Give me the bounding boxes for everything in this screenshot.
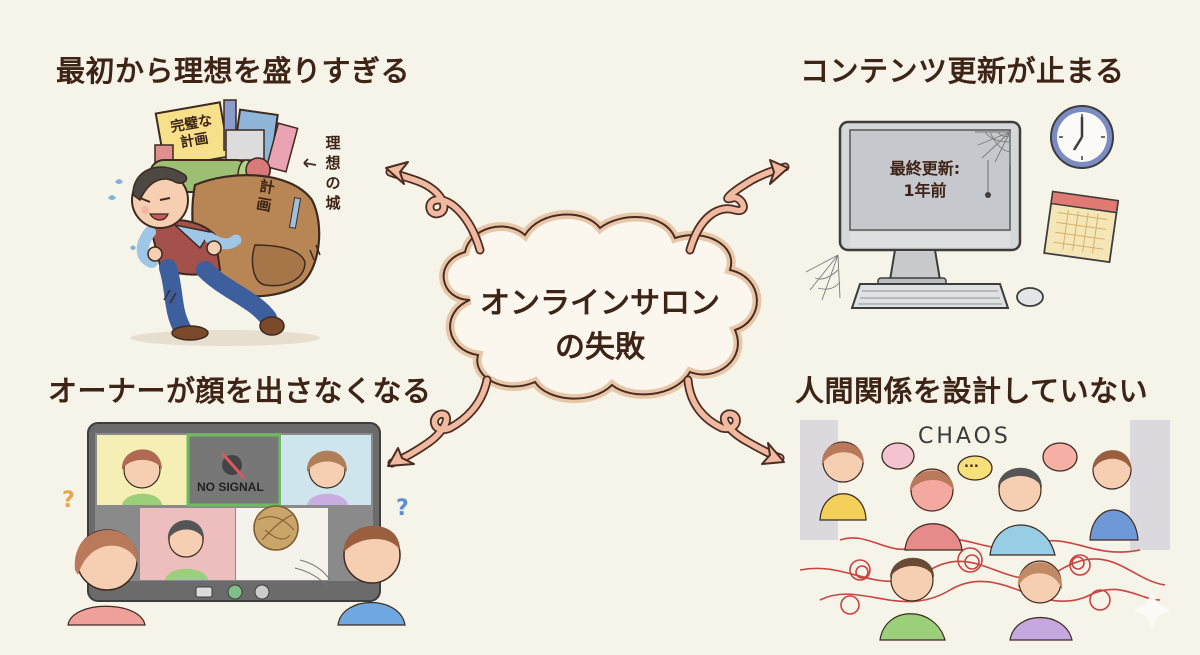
last-updated-screen-text: 最終更新: 1年前 [865, 158, 985, 202]
castle-char-2: 想 [325, 154, 341, 172]
no-signal-label: NO SIGNAL [197, 480, 264, 494]
question-mark-left: ? [62, 488, 75, 513]
last-updated-label: 最終更新: [889, 159, 961, 178]
castle-char-1: 理 [325, 134, 341, 152]
center-title: オンラインサロン の失敗 [460, 282, 740, 370]
heading-no-relationship-design: 人間関係を設計していない [795, 374, 1149, 408]
video-call-illustration [67, 422, 406, 626]
backpack-plan-line2: 画 [254, 194, 273, 216]
last-updated-value: 1年前 [903, 181, 947, 200]
heading-content-stops: コンテンツ更新が止まる [800, 54, 1125, 88]
ideal-castle-label: 理 想 の 城 [323, 133, 343, 213]
sparkle-icon [1134, 592, 1170, 628]
overloaded-backpack-illustration [108, 99, 321, 346]
arrow-to-bottom-right [683, 375, 785, 465]
center-cloud [439, 210, 762, 403]
chaos-label: CHAOS [918, 424, 1011, 449]
heading-overambitious-start: 最初から理想を盛りすぎる [56, 54, 411, 88]
chaos-illustration [799, 420, 1170, 641]
arrow-to-bottom-left [387, 375, 492, 468]
ellipsis-bubble-text: ... [964, 456, 979, 471]
castle-char-4: 城 [325, 194, 341, 212]
perfect-plan-sign: 完璧な 計画 [169, 113, 216, 154]
center-title-line2: の失敗 [555, 330, 645, 365]
arrow-to-top-left [385, 161, 485, 255]
castle-char-3: の [325, 174, 341, 192]
question-mark-right: ? [396, 496, 409, 521]
center-title-line1: オンラインサロン [480, 286, 720, 321]
arrow-to-top-right [685, 159, 790, 255]
dusty-computer-illustration [805, 105, 1120, 309]
heading-owner-disappears: オーナーが顔を出さなくなる [48, 374, 432, 408]
